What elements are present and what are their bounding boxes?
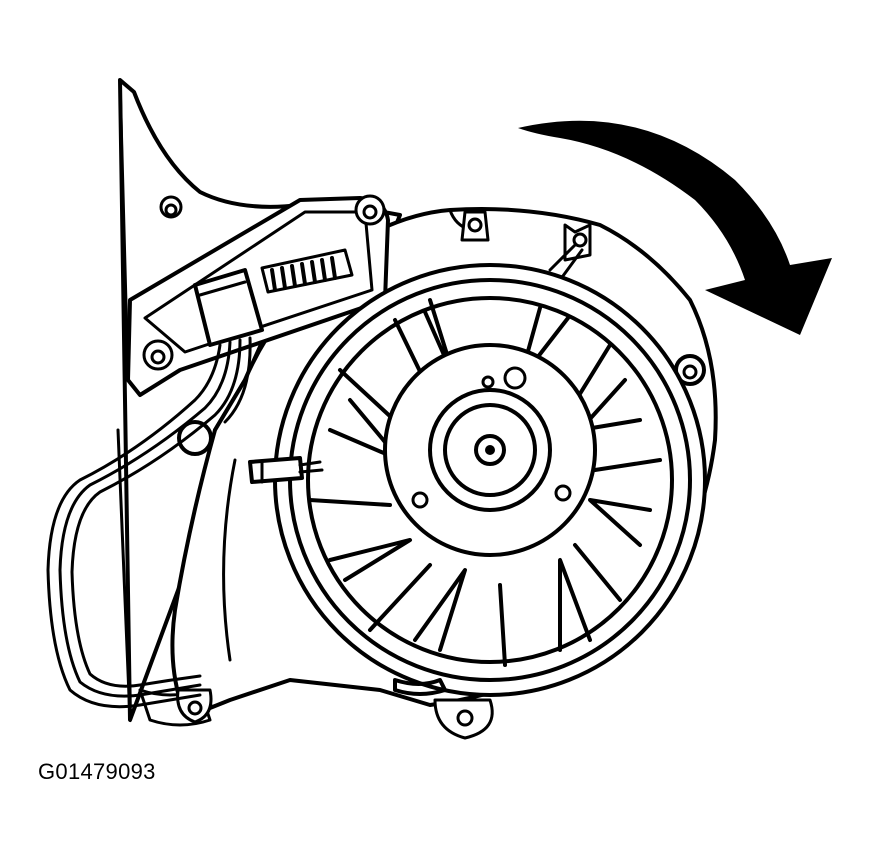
motor-hub — [383, 343, 597, 557]
resistor-plate — [126, 194, 390, 397]
motor-connector — [248, 456, 324, 484]
figure-id-label: G01479093 — [38, 759, 156, 784]
wire-harness — [46, 336, 252, 709]
mounting-tabs — [176, 210, 706, 740]
ground-wire — [393, 678, 447, 696]
rotation-arrow-icon — [518, 120, 832, 335]
